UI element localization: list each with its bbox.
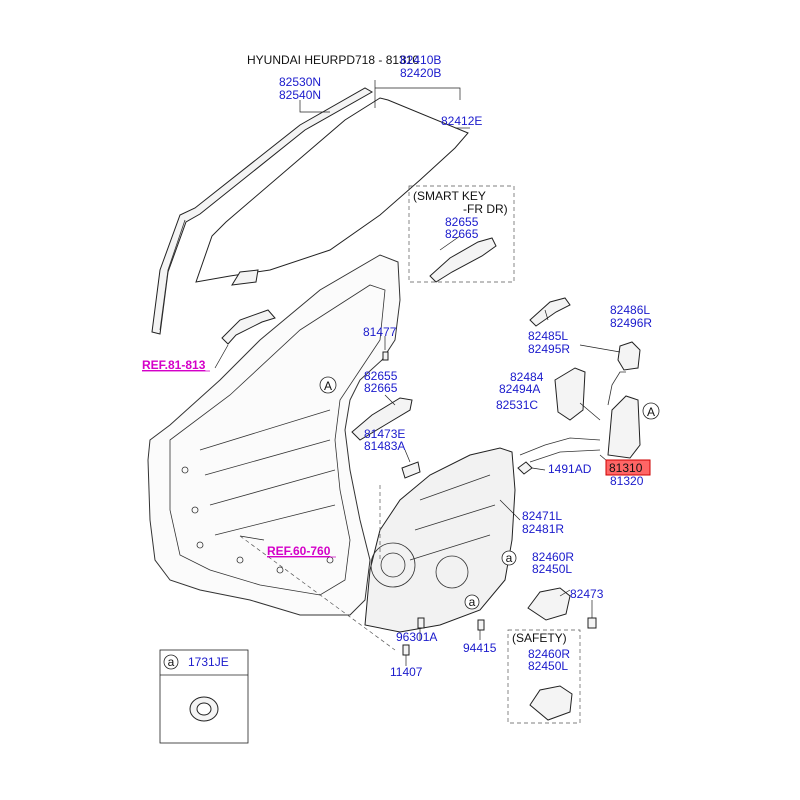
label-81320: 81320	[610, 474, 644, 488]
outside-handle-upper	[221, 309, 276, 345]
label-81473E: 81473E	[364, 427, 405, 441]
screw-96301A	[417, 617, 425, 629]
label-82494A: 82494A	[499, 382, 540, 396]
label-82665: 82665	[364, 381, 398, 395]
door-module-panel	[364, 447, 516, 633]
outside-handle	[351, 397, 413, 441]
label-82531C: 82531C	[496, 398, 538, 412]
label-82460R: 82460R	[532, 550, 574, 564]
label-smart-82655: 82655	[445, 215, 479, 229]
part-82484	[554, 367, 586, 421]
label-82485L: 82485L	[528, 329, 568, 343]
safety-title: (SAFETY)	[512, 631, 567, 645]
label-11407: 11407	[390, 665, 423, 679]
label-81483A: 81483A	[364, 439, 405, 453]
leader-lines	[214, 80, 621, 666]
label-82655: 82655	[364, 369, 398, 383]
latch-cables	[519, 437, 601, 463]
label-82540N: 82540N	[279, 88, 321, 102]
label-safety-82460R: 82460R	[528, 647, 570, 661]
label-82471L: 82471L	[522, 509, 562, 523]
callout-circle-A-left	[319, 376, 337, 394]
label-82412E: 82412E	[441, 114, 482, 128]
callout-a-1: a	[506, 551, 513, 565]
door-shell	[147, 254, 401, 616]
highlight-81310	[605, 459, 651, 476]
label-safety-82450L: 82450L	[528, 659, 568, 673]
clip-1491AD	[517, 461, 533, 475]
label-82481R: 82481R	[522, 522, 564, 536]
smart-key-box	[408, 185, 515, 283]
label-96301A: 96301A	[396, 630, 437, 644]
bracket-82485	[529, 297, 571, 327]
callout-a-inset: a	[168, 655, 175, 669]
label-82484: 82484	[510, 370, 544, 384]
label-smart-82665: 82665	[445, 227, 479, 241]
label-82420B: 82420B	[400, 66, 441, 80]
callout-circle-a-inset	[163, 654, 179, 670]
smart-key-title-2: -FR DR)	[463, 202, 508, 216]
label-82410B: 82410B	[400, 53, 441, 67]
smart-key-title-1: (SMART KEY	[413, 189, 486, 203]
label-82530N: 82530N	[279, 75, 321, 89]
door-glass	[195, 97, 469, 286]
label-82486L: 82486L	[610, 303, 650, 317]
label-82496R: 82496R	[610, 316, 652, 330]
label-1731JE: 1731JE	[188, 655, 229, 669]
safety-box	[507, 629, 581, 724]
inset-box	[159, 649, 249, 744]
bolt-82473	[587, 617, 597, 629]
ref-link-60-760[interactable]: REF.60-760	[267, 544, 331, 558]
callout-a-2: a	[469, 595, 476, 609]
ref-link-81-813[interactable]: REF.81-813	[142, 358, 206, 372]
label-82473: 82473	[570, 587, 604, 601]
screw-94415	[477, 619, 485, 631]
callout-circle-a-2	[464, 594, 480, 610]
door-latch	[607, 371, 641, 459]
callout-A-right: A	[647, 405, 655, 419]
smart-key-handle	[429, 237, 497, 283]
bracket-81473	[401, 461, 421, 479]
screw-11407	[402, 644, 410, 656]
callout-A-left: A	[324, 379, 332, 393]
label-82450L: 82450L	[532, 562, 572, 576]
grommet-1731JE	[189, 696, 219, 722]
label-81477: 81477	[363, 325, 397, 339]
callout-circle-a-1	[501, 550, 517, 566]
label-94415: 94415	[463, 641, 497, 655]
bolt-81477	[382, 351, 389, 361]
part-82486	[617, 341, 641, 371]
label-81310: 81310	[609, 461, 643, 475]
diagram-title: HYUNDAI HEURPD718 - 81310	[247, 53, 419, 67]
callout-circle-A-right	[642, 402, 660, 420]
window-motor	[527, 587, 571, 621]
window-run-channel	[151, 87, 374, 335]
label-1491AD: 1491AD	[548, 462, 592, 476]
safety-window-motor	[529, 685, 573, 721]
label-82495R: 82495R	[528, 342, 570, 356]
